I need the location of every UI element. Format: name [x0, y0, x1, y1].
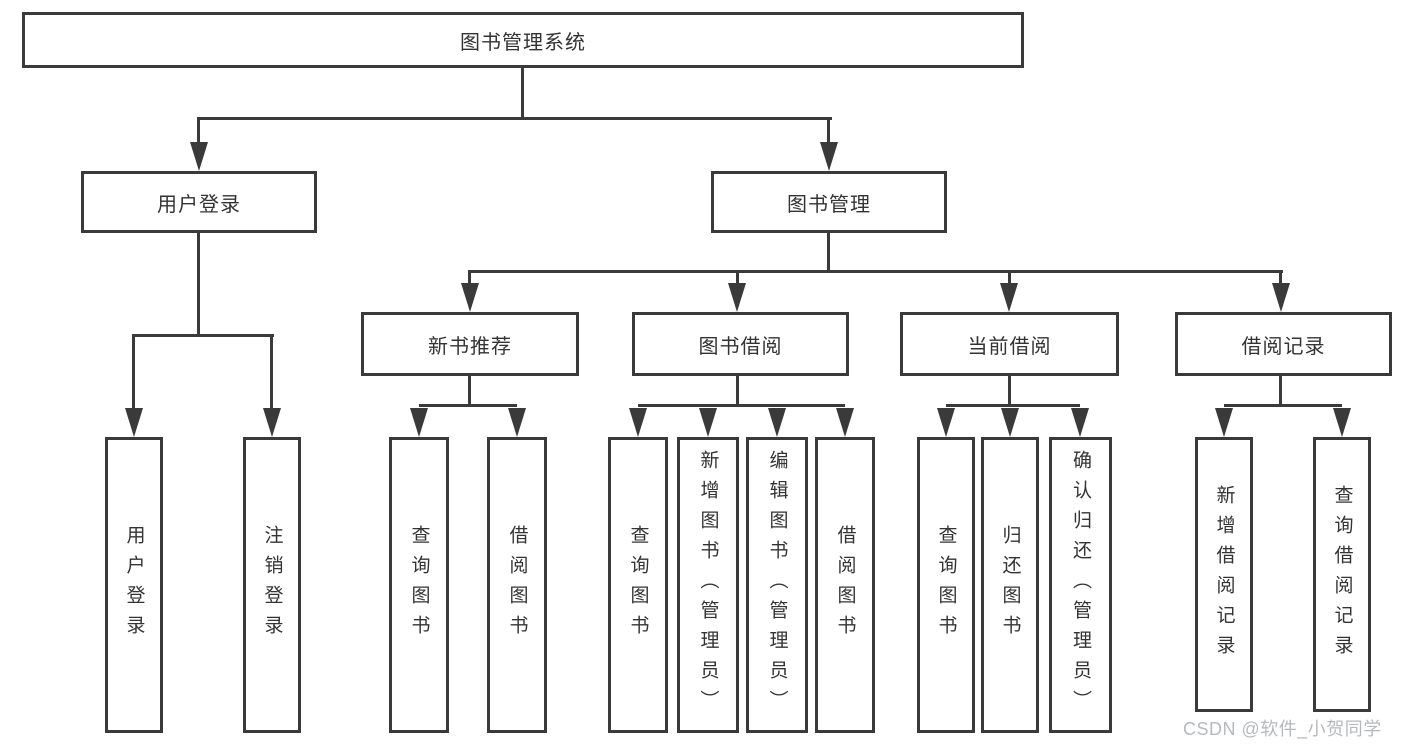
node-label: 借阅记录: [1241, 335, 1326, 358]
connector-vline: [270, 334, 273, 410]
connector-vline: [1008, 376, 1011, 407]
node-borrowing-records: 借阅记录: [1175, 312, 1392, 376]
leaf-label: 查询图书: [627, 525, 649, 645]
leaf-query-books-borrow: 查询图书: [608, 437, 668, 733]
node-current-borrowing: 当前借阅: [900, 312, 1119, 376]
leaf-label: 查询图书: [935, 525, 957, 645]
connector-hline: [946, 404, 1080, 407]
leaf-label: 归还图书: [999, 525, 1021, 645]
leaf-borrow-books: 借阅图书: [815, 437, 875, 733]
arrow-down-icon: [768, 408, 786, 437]
csdn-watermark: CSDN @软件_小贺同学: [1183, 719, 1382, 739]
node-label: 图书借阅: [698, 335, 783, 358]
arrow-down-icon: [836, 408, 854, 437]
arrow-down-icon: [1215, 408, 1233, 437]
arrow-down-icon: [1000, 283, 1018, 312]
leaf-query-books-recommend: 查询图书: [389, 437, 449, 733]
arrow-down-icon: [125, 408, 143, 437]
leaf-edit-book-admin: 编辑图书（管理员）: [746, 437, 808, 733]
leaf-confirm-return-admin: 确认归还（管理员）: [1049, 437, 1112, 733]
connector-vline: [827, 117, 830, 145]
connector-vline: [827, 233, 830, 273]
leaf-add-borrow-record: 新增借阅记录: [1195, 437, 1253, 712]
connector-hline: [419, 404, 517, 407]
connector-vline: [521, 68, 524, 119]
leaf-logout: 注销登录: [243, 437, 301, 733]
arrow-down-icon: [263, 408, 281, 437]
arrow-down-icon: [1001, 408, 1019, 437]
leaf-label: 查询图书: [408, 525, 430, 645]
node-label: 新书推荐: [428, 335, 512, 358]
leaf-label: 查询借阅记录: [1331, 484, 1353, 665]
node-book-management-module: 图书管理: [711, 171, 947, 233]
leaf-borrow-books-recommend: 借阅图书: [487, 437, 547, 733]
leaf-add-book-admin: 新增图书（管理员）: [677, 437, 739, 733]
leaf-label: 编辑图书（管理员）: [766, 450, 788, 720]
arrow-down-icon: [1071, 408, 1089, 437]
connector-hline: [132, 334, 274, 337]
arrow-down-icon: [820, 142, 838, 171]
node-new-book-recommend: 新书推荐: [361, 312, 579, 376]
arrow-down-icon: [1333, 408, 1351, 437]
connector-vline: [736, 270, 739, 285]
leaf-label: 新增图书（管理员）: [697, 450, 719, 720]
node-label: 图书管理系统: [460, 31, 586, 54]
node-label: 当前借阅: [967, 335, 1052, 358]
arrow-down-icon: [190, 142, 208, 171]
leaf-label: 借阅图书: [834, 525, 856, 645]
leaf-label: 确认归还（管理员）: [1070, 450, 1091, 720]
connector-hline: [197, 117, 832, 120]
connector-vline: [132, 334, 135, 410]
connector-vline: [1279, 270, 1282, 285]
node-library-management-system: 图书管理系统: [22, 12, 1024, 68]
arrow-down-icon: [461, 283, 479, 312]
leaf-label: 借阅图书: [506, 525, 528, 645]
connector-hline: [638, 404, 845, 407]
leaf-query-borrow-record: 查询借阅记录: [1313, 437, 1371, 712]
arrow-down-icon: [728, 283, 746, 312]
connector-hline: [470, 270, 1283, 273]
arrow-down-icon: [508, 408, 526, 437]
leaf-label: 新增借阅记录: [1213, 484, 1235, 665]
node-user-login-module: 用户登录: [81, 171, 317, 233]
connector-vline: [1279, 376, 1282, 407]
connector-vline: [736, 376, 739, 407]
arrow-down-icon: [410, 408, 428, 437]
arrow-down-icon: [629, 408, 647, 437]
arrow-down-icon: [699, 408, 717, 437]
leaf-label: 注销登录: [261, 525, 283, 645]
leaf-label: 用户登录: [123, 525, 145, 645]
leaf-return-books: 归还图书: [981, 437, 1039, 733]
arrow-down-icon: [1272, 283, 1290, 312]
node-label: 用户登录: [157, 193, 241, 216]
connector-vline: [197, 233, 200, 337]
leaf-query-books-current: 查询图书: [917, 437, 975, 733]
node-label: 图书管理: [787, 193, 871, 216]
connector-vline: [468, 270, 471, 285]
connector-hline: [1224, 404, 1342, 407]
node-book-borrowing: 图书借阅: [632, 312, 849, 376]
leaf-user-login: 用户登录: [105, 437, 163, 733]
arrow-down-icon: [937, 408, 955, 437]
connector-vline: [468, 376, 471, 407]
connector-vline: [1008, 270, 1011, 285]
connector-vline: [197, 117, 200, 145]
